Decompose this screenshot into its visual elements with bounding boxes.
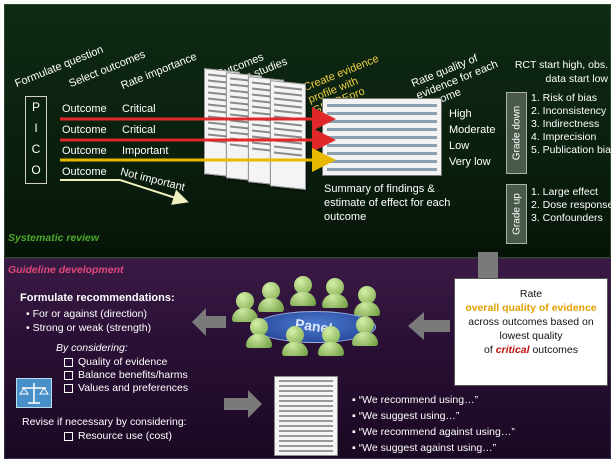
checkbox-icon xyxy=(64,431,73,441)
recommendation-bullet: • Strong or weak (strength) xyxy=(26,322,152,334)
grade-down-item: 1. Risk of bias xyxy=(531,92,597,104)
rate-line-3: across outcomes based on xyxy=(468,316,594,328)
revise-item: Resource use (cost) xyxy=(64,430,172,443)
left-arrow-panel-to-recs xyxy=(192,308,226,336)
systematic-review-label: Systematic review xyxy=(8,232,100,244)
checkbox-icon xyxy=(64,370,73,380)
phrase-item: ▪ “We suggest against using…” xyxy=(352,442,497,454)
grade-down-item: 2. Inconsistency xyxy=(531,105,607,117)
rate-line-4: lowest quality xyxy=(499,330,563,342)
pico-c: C xyxy=(31,142,41,156)
grade-up-item: 1. Large effect xyxy=(531,186,598,198)
grade-down-item: 5. Publication bias xyxy=(531,144,613,156)
rate-line-2: overall quality of evidence xyxy=(465,302,597,314)
grade-down-list: 1. Risk of bias 2. Inconsistency 3. Indi… xyxy=(531,92,613,157)
rate-line-1: Rate xyxy=(519,288,543,300)
phrase-text: “We recommend against using…” xyxy=(358,426,515,438)
pico-p: P xyxy=(31,100,40,114)
outcome-2-label: Outcome xyxy=(62,124,107,136)
outcome-1-label: Outcome xyxy=(62,103,107,115)
arrow-not-important-tail xyxy=(119,179,189,205)
pico-o: O xyxy=(31,163,41,177)
phrase-item: ▪ “We recommend using…” xyxy=(352,394,479,406)
outcome-1-importance: Critical xyxy=(122,103,156,115)
formulate-recommendations-title: Formulate recommendations: xyxy=(20,292,175,304)
grade-up-box: Grade up xyxy=(506,184,527,244)
phrase-item: ▪ “We suggest using…” xyxy=(352,410,460,422)
outcome-3-label: Outcome xyxy=(62,145,107,157)
rate-overall-quality-box: Rate overall quality of evidence across … xyxy=(454,278,608,386)
consideration-item: Balance benefits/harms xyxy=(64,369,188,382)
consideration-text: Quality of evidence xyxy=(78,356,168,368)
left-arrow-rate-to-panel xyxy=(408,312,450,340)
grade-down-item: 3. Indirectness xyxy=(531,118,600,130)
phrase-text: “We suggest using…” xyxy=(358,410,460,422)
phrase-text: “We recommend using…” xyxy=(358,394,479,406)
consideration-text: Values and preferences xyxy=(78,382,189,394)
summary-caption: Summary of findings & estimate of effect… xyxy=(324,183,451,223)
outcome-2-importance: Critical xyxy=(122,124,156,136)
consideration-list: Quality of evidence Balance benefits/har… xyxy=(64,356,188,395)
scales-icon xyxy=(16,378,52,408)
scales-glyph xyxy=(19,383,49,404)
grade-up-list: 1. Large effect 2. Dose response 3. Conf… xyxy=(531,186,613,225)
phrase-item: ▪ “We recommend against using…” xyxy=(352,426,515,438)
checkbox-icon xyxy=(64,357,73,367)
rate-line-5-rest: outcomes xyxy=(532,344,578,356)
recommendation-bullet: • For or against (direction) xyxy=(26,308,147,320)
grade-down-item: 4. Imprecision xyxy=(531,131,597,143)
grade-up-item: 3. Confounders xyxy=(531,212,603,224)
consideration-item: Quality of evidence xyxy=(64,356,188,369)
quality-high: High xyxy=(449,108,472,120)
outcome-4-label: Outcome xyxy=(62,166,107,178)
checkbox-icon xyxy=(64,383,73,393)
quality-very-low: Very low xyxy=(449,156,491,168)
revise-label: Revise if necessary by considering: xyxy=(22,416,187,428)
revise-list: Resource use (cost) xyxy=(64,430,172,443)
phrase-text: “We suggest against using…” xyxy=(358,442,497,454)
consideration-item: Values and preferences xyxy=(64,382,188,395)
recommendation-phrases: ▪ “We recommend using…” ▪ “We suggest us… xyxy=(352,392,515,456)
rate-line-5: of critical outcomes xyxy=(455,343,607,357)
rate-line-5-critical: critical xyxy=(495,344,530,356)
grade-down-box: Grade down xyxy=(506,92,527,174)
recommendation-document xyxy=(274,376,338,456)
rate-line-5-prefix: of xyxy=(484,344,493,356)
guideline-development-label: Guideline development xyxy=(8,264,124,276)
revise-text: Resource use (cost) xyxy=(78,430,172,442)
right-arrow-to-document xyxy=(224,390,262,418)
outcome-3-importance: Important xyxy=(122,145,169,157)
rct-note: RCT start high, obs. data start low xyxy=(514,59,608,85)
quality-low: Low xyxy=(449,140,470,152)
quality-moderate: Moderate xyxy=(449,124,496,136)
grade-up-item: 2. Dose response xyxy=(531,199,613,211)
by-considering-label: By considering: xyxy=(56,342,128,354)
pico-box: P I C O xyxy=(25,96,47,184)
consideration-text: Balance benefits/harms xyxy=(78,369,188,381)
panel-table: Panel xyxy=(254,311,376,343)
pico-i: I xyxy=(34,121,38,135)
